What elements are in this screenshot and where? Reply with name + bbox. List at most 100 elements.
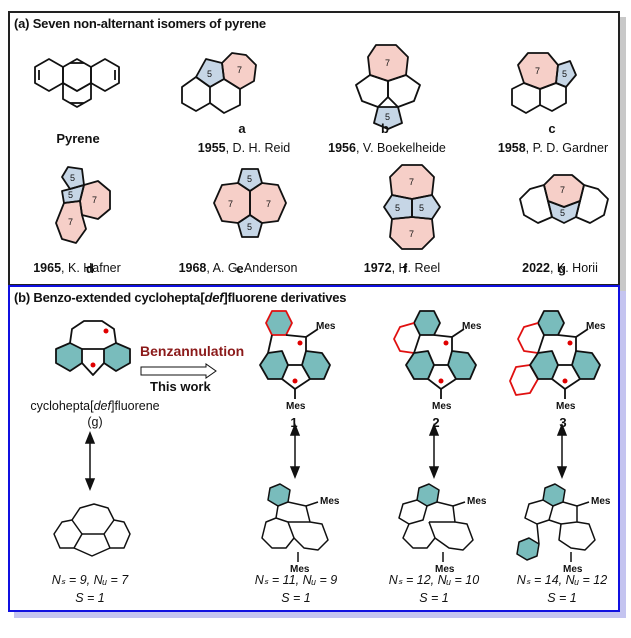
svg-text:5: 5 — [247, 174, 252, 184]
title-prefix: (b) Benzo-extended cyclohepta[ — [14, 290, 205, 305]
compound-3-spin-count: Nₛ = 14, Nᵤ = 12 — [516, 573, 608, 587]
svg-text:7: 7 — [409, 229, 414, 239]
isomer-a-label: a — [238, 121, 246, 136]
name-suffix: ]fluorene — [110, 399, 160, 413]
isomer-e-label: e — [236, 261, 244, 276]
this-work-label: This work — [150, 379, 211, 394]
svg-text:5: 5 — [247, 222, 252, 232]
pyrene-structure — [34, 58, 120, 108]
author: , V. Boekelheide — [355, 141, 446, 155]
svg-text:Mes: Mes — [432, 401, 452, 412]
panel-b: (b) Benzo-extended cyclohepta[def]fluore… — [8, 285, 620, 612]
parent-g-structure — [55, 320, 131, 376]
author: , A. G. Anderson — [206, 261, 298, 275]
isomer-d-label: d — [86, 261, 94, 276]
isomer-g-caption: 2022, K. Horii — [522, 261, 598, 275]
svg-text:5: 5 — [395, 203, 400, 213]
svg-text:5: 5 — [70, 173, 75, 183]
isomer-e-structure: 5 5 7 7 — [213, 168, 287, 238]
svg-text:7: 7 — [92, 195, 97, 205]
title-suffix: ]fluorene derivatives — [223, 290, 347, 305]
svg-text:5: 5 — [385, 112, 390, 122]
svg-text:Mes: Mes — [556, 401, 576, 412]
panel-b-title: (b) Benzo-extended cyclohepta[def]fluore… — [14, 290, 347, 305]
isomer-f-label: f — [402, 261, 408, 276]
author: , D. H. Reid — [225, 141, 291, 155]
year: 1972 — [363, 261, 392, 275]
svg-text:Mes: Mes — [320, 496, 340, 507]
isomer-g-structure: 75 — [519, 174, 609, 224]
pyrene-label: Pyrene — [56, 131, 100, 146]
reaction-arrow — [140, 363, 217, 379]
resonance-arrows — [84, 422, 568, 492]
compound-3-s-value: S = 1 — [547, 591, 577, 605]
svg-text:5: 5 — [562, 69, 567, 79]
svg-text:7: 7 — [560, 185, 565, 195]
isomer-f-structure: 7 5 5 7 — [383, 164, 441, 250]
compound-3-label: 3 — [559, 415, 567, 430]
title-italic: def — [204, 290, 224, 305]
compound-2-spin-count: Nₛ = 12, Nᵤ = 10 — [388, 573, 480, 587]
parent-spin-count: Nₛ = 9, Nᵤ = 7 — [51, 573, 129, 587]
isomer-b-caption: 1956, V. Boekelheide — [328, 141, 446, 155]
isomer-e-caption: 1968, A. G. Anderson — [179, 261, 298, 275]
svg-text:5: 5 — [68, 190, 73, 200]
svg-text:Mes: Mes — [286, 401, 306, 412]
isomer-g-label: g — [558, 261, 566, 276]
svg-text:Mes: Mes — [467, 496, 487, 507]
svg-text:Mes: Mes — [591, 496, 611, 507]
compound-1-label: 1 — [290, 415, 298, 430]
compound-1-s-value: S = 1 — [281, 591, 311, 605]
year: 2022 — [522, 261, 550, 275]
parent-s-value: S = 1 — [75, 591, 105, 605]
compound-2-s-value: S = 1 — [419, 591, 449, 605]
author: , K. Hafner — [61, 261, 121, 275]
svg-text:7: 7 — [228, 199, 233, 209]
year: 1955 — [197, 141, 226, 155]
author: , H. Reel — [391, 261, 441, 275]
svg-text:Mes: Mes — [435, 564, 455, 575]
year: 1968 — [178, 261, 207, 275]
author: , P. D. Gardner — [525, 141, 609, 155]
isomer-a-caption: 1955, D. H. Reid — [198, 141, 290, 155]
isomer-f-caption: 1972, H. Reel — [364, 261, 440, 275]
svg-text:Mes: Mes — [462, 321, 482, 332]
svg-text:7: 7 — [68, 217, 73, 227]
parent-name: cyclohepta[def]fluorene — [30, 399, 159, 413]
parent-g-spin-structure — [53, 503, 131, 557]
panel-a: (a) Seven non-alternant isomers of pyren… — [8, 11, 620, 286]
compound-1-spin-count: Nₛ = 11, Nᵤ = 9 — [254, 573, 338, 587]
svg-text:Mes: Mes — [586, 321, 606, 332]
svg-text:7: 7 — [385, 58, 390, 68]
isomer-c-label: c — [548, 121, 556, 136]
svg-text:Mes: Mes — [316, 321, 336, 332]
svg-text:5: 5 — [560, 208, 565, 218]
svg-text:7: 7 — [266, 199, 271, 209]
panel-a-title: (a) Seven non-alternant isomers of pyren… — [14, 16, 266, 31]
svg-text:7: 7 — [409, 177, 414, 187]
isomer-b-label: b — [381, 121, 389, 136]
svg-text:5: 5 — [207, 69, 212, 79]
year: 1958 — [497, 141, 526, 155]
svg-text:7: 7 — [237, 65, 242, 75]
isomer-b-structure: 75 — [355, 44, 421, 130]
name-prefix: cyclohepta[ — [30, 399, 94, 413]
svg-text:Mes: Mes — [290, 564, 310, 575]
svg-text:5: 5 — [419, 203, 424, 213]
isomer-d-structure: 5 5 7 7 — [55, 166, 111, 244]
year: 1956 — [328, 141, 356, 155]
parent-label: (g) — [87, 415, 103, 429]
svg-text:7: 7 — [535, 66, 540, 76]
isomer-d-caption: 1965, K. Hafner — [33, 261, 121, 275]
author: , K. Horii — [549, 261, 598, 275]
name-italic: def — [93, 399, 111, 413]
benzannulation-label: Benzannulation — [140, 343, 245, 359]
svg-text:Mes: Mes — [563, 564, 583, 575]
